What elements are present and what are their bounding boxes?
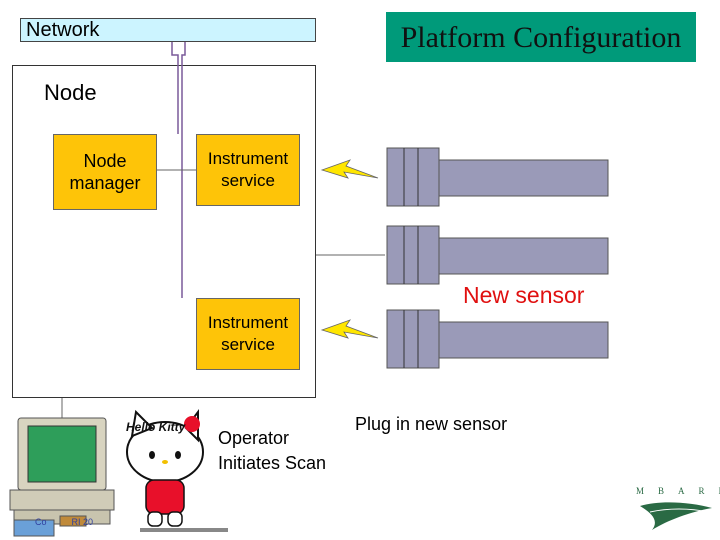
hello-kitty-illustration: Hello Kitty [126, 409, 228, 532]
copyright-text: Co RI 20 [35, 517, 94, 527]
instrument-service-label-2: Instrument service [207, 313, 289, 354]
network-links [171, 42, 186, 298]
connector-lines [61, 169, 385, 420]
plug-in-sensor-label: Plug in new sensor [355, 414, 508, 434]
node-label: Node [44, 80, 97, 105]
sensor-2 [386, 225, 609, 285]
computer-icon [9, 417, 115, 537]
title-banner [386, 12, 696, 62]
operator-scan-label: Operator Initiates Scan [218, 428, 327, 473]
node-manager-box: Node manager [53, 134, 157, 210]
node-manager-label: Node manager [69, 151, 141, 193]
new-sensor-label: New sensor [463, 282, 585, 308]
sensor-1 [386, 147, 609, 207]
instrument-service-box-2: Instrument service [196, 298, 300, 370]
mbari-logo: MBARI [636, 486, 720, 530]
instrument-service-label-1: Instrument service [207, 149, 289, 190]
network-bar [20, 18, 316, 42]
wireless-bolt-icon-1 [320, 159, 379, 179]
svg-text:MBARI: MBARI [636, 486, 720, 496]
instrument-service-box-1: Instrument service [196, 134, 300, 206]
svg-text:Hello Kitty: Hello Kitty [126, 420, 187, 434]
sensor-3 [386, 309, 609, 369]
network-label: Network [26, 19, 100, 41]
wireless-bolt-icon-2 [320, 319, 379, 339]
page-title: Platform Configuration [400, 21, 682, 54]
